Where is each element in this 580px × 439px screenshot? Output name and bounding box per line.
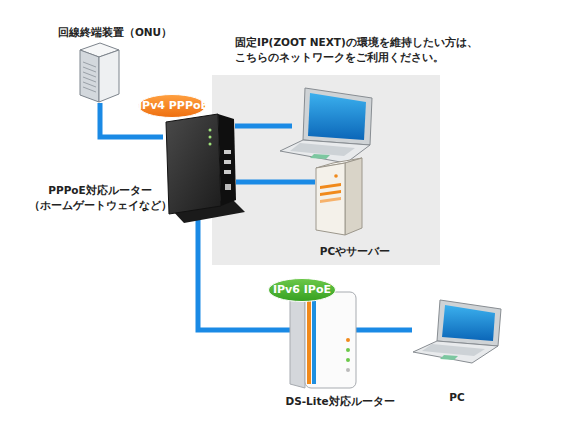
ds-lite-router-part xyxy=(346,348,350,352)
laptop-icon-part xyxy=(437,300,501,346)
onu-device-part xyxy=(80,43,119,57)
device-label: 回線終端装置（ONU） xyxy=(55,25,175,40)
badge-label: IPv6 IPoE xyxy=(268,278,336,302)
ds-lite-router-part xyxy=(290,296,305,388)
badge-label: IPv4 PPPoE xyxy=(138,94,206,118)
ds-lite-router-part xyxy=(346,338,350,342)
onu-device xyxy=(80,43,119,102)
protocol-badge: IPv6 IPoE xyxy=(268,278,336,302)
ds-lite-router xyxy=(290,292,356,388)
laptop-icon xyxy=(413,300,501,363)
protocol-badge: IPv4 PPPoE xyxy=(138,94,206,118)
laptop-icon-part xyxy=(440,355,458,360)
device-label: PPPoE対応ルーター （ホームゲートウェイなど） xyxy=(25,183,175,213)
ds-lite-router-part xyxy=(307,298,311,384)
pc-laptop: PC xyxy=(412,298,502,364)
device-label: PCやサーバー xyxy=(310,244,400,259)
onu-device-part xyxy=(80,50,99,102)
onu-device-part xyxy=(99,50,119,102)
network-cable xyxy=(356,328,412,333)
badge-ellipse-shape xyxy=(139,95,206,118)
device-label: PC xyxy=(412,390,502,405)
onu-device: 回線終端装置（ONU） xyxy=(55,25,175,103)
onu-device-part xyxy=(83,62,96,92)
ds-lite-router: DS-Lite対応ルーター xyxy=(290,290,356,388)
server-tower: PCやサーバー xyxy=(315,158,363,238)
laptop-icon-part xyxy=(422,344,485,356)
laptop-icon-part xyxy=(442,305,495,341)
ds-lite-router-part xyxy=(346,358,350,362)
ds-lite-router-part xyxy=(346,368,350,372)
ds-lite-router-part xyxy=(312,298,316,384)
fixed-ip-network-area: PCやサーバー固定IP(ZOOT NEXT)の環境を維持したい方は、 こちらのネ… xyxy=(212,75,440,265)
note-text: 固定IP(ZOOT NEXT)の環境を維持したい方は、 こちらのネットワークをご… xyxy=(235,35,505,65)
device-label: DS-Lite対応ルーター xyxy=(275,394,405,409)
pppoe-router: PPPoE対応ルーター （ホームゲートウェイなど） xyxy=(163,110,236,218)
ds-lite-router-part xyxy=(305,292,356,388)
laptop-icon-part xyxy=(413,341,498,363)
badge-ellipse-shape xyxy=(269,279,336,302)
